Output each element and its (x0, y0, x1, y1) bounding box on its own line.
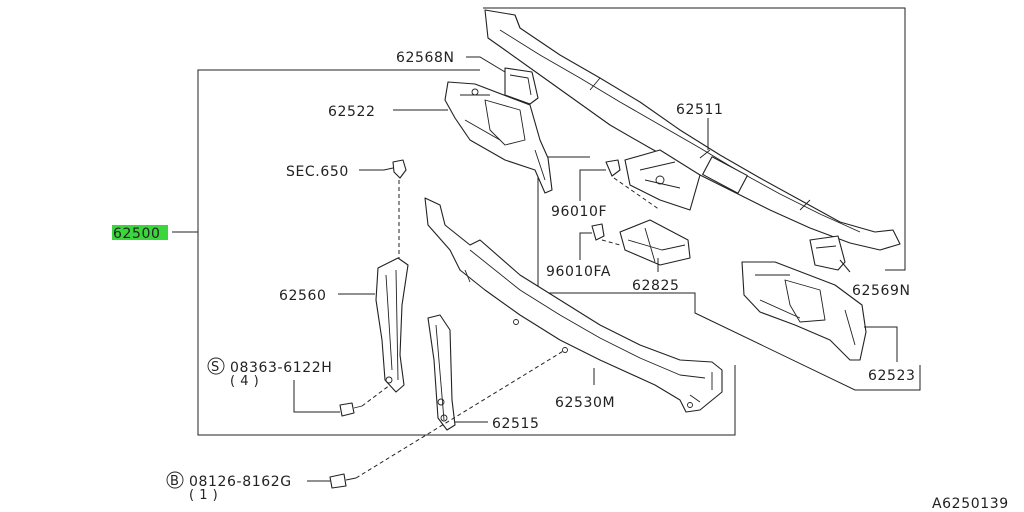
s-symbol (207, 357, 225, 375)
part-sec650-clip (392, 159, 407, 179)
label-62568N[interactable]: 62568N (396, 50, 455, 66)
dash-96010F (613, 177, 661, 211)
label-62825[interactable]: 62825 (632, 278, 680, 294)
label-bolt-s-code[interactable]: 08363-6122H (230, 360, 332, 376)
label-b-prefix: B (170, 474, 179, 489)
label-62500[interactable]: 62500 (113, 226, 161, 242)
dash-bolt-b (355, 349, 566, 479)
assembly-frame (197, 69, 736, 436)
dash-bolt-s (361, 384, 391, 407)
part-62560-stay (375, 257, 409, 393)
label-62523[interactable]: 62523 (868, 368, 916, 384)
label-62569N[interactable]: 62569N (852, 283, 911, 299)
part-62511-upper-support (484, 9, 901, 251)
subassembly-frame (537, 156, 921, 391)
part-62568N (504, 67, 539, 105)
bolt-b-hardware (329, 473, 357, 489)
highlight-62500 (112, 225, 168, 240)
part-62569N (809, 235, 846, 271)
diagram-id: A6250139 (932, 496, 1009, 512)
part-62523-side-panel (741, 261, 867, 361)
leader-62568N (466, 56, 506, 73)
label-62522[interactable]: 62522 (328, 104, 376, 120)
part-62825-bracket (619, 219, 691, 266)
assembly-frame-right (483, 7, 906, 271)
label-62530M[interactable]: 62530M (555, 395, 615, 411)
part-62522-side-panel (444, 81, 553, 194)
leader-bolt-s (293, 380, 340, 413)
part-62530M-lower-support (424, 197, 723, 413)
leader-62523 (864, 326, 898, 362)
leader-sec650 (359, 167, 394, 171)
label-s-prefix: S (211, 360, 220, 375)
dash-96010FA (601, 239, 621, 246)
label-bolt-b-qty: ( 1 ) (189, 488, 218, 503)
leader-96010FA (579, 232, 592, 260)
label-bolt-s-qty: ( 4 ) (230, 374, 259, 389)
label-62515[interactable]: 62515 (492, 416, 540, 432)
label-96010F[interactable]: 96010F (551, 204, 607, 220)
label-96010FA[interactable]: 96010FA (546, 264, 611, 280)
part-96010FA-clip (591, 223, 605, 241)
label-sec650[interactable]: SEC.650 (286, 164, 349, 180)
b-symbol (166, 471, 184, 489)
label-bolt-b-code[interactable]: 08126-8162G (189, 474, 292, 490)
part-62515-stay (427, 314, 456, 431)
label-62560[interactable]: 62560 (279, 288, 327, 304)
bolt-s-hardware (339, 402, 363, 417)
leader-62569N (839, 259, 851, 273)
part-96010F-clip (605, 159, 621, 177)
leader-96010F (579, 169, 606, 201)
label-62511[interactable]: 62511 (676, 102, 724, 118)
